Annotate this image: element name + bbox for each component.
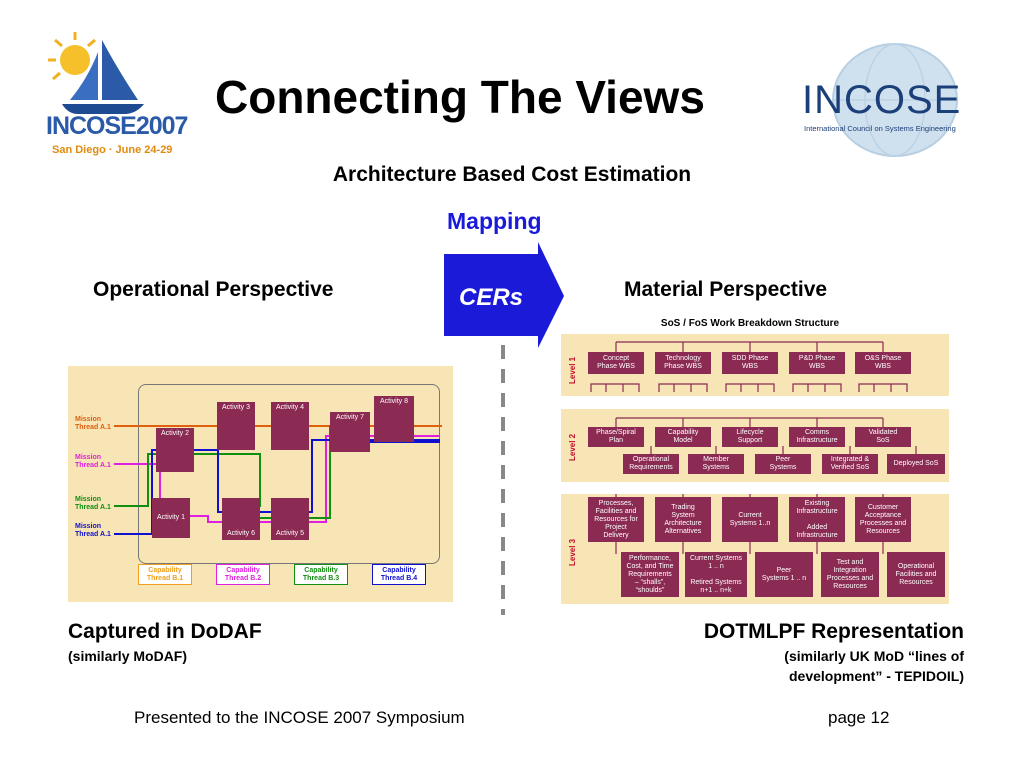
activity-3: Activity 3 [217, 402, 255, 450]
incose-2007-dates: San Diego · June 24-29 [52, 144, 173, 156]
cers-label: CERs [459, 284, 524, 311]
activity-2: Activity 2 [156, 428, 194, 472]
activity-8: Activity 8 [374, 396, 414, 442]
mapping-label: Mapping [447, 208, 542, 234]
incose-logo: INCOSE International Council on Systems … [800, 40, 990, 160]
right-caption: DOTMLPF Representation [703, 620, 964, 643]
footer-page-number: page 12 [828, 708, 890, 727]
activity-boundary [138, 384, 440, 564]
activity-5: Activity 5 [271, 498, 309, 540]
activity-1: Activity 1 [152, 498, 190, 538]
material-perspective-heading: Material Perspective [624, 278, 828, 301]
wbs-l2-deployed-sos: Deployed SoS [887, 454, 945, 474]
globe-icon [832, 43, 958, 157]
footer-presented: Presented to the INCOSE 2007 Symposium [134, 708, 465, 727]
wbs-connectors [590, 341, 917, 554]
incose-2007-logo: INCOSE2007 San Diego · June 24-29 [40, 30, 188, 170]
right-caption-sub-1: (similarly UK MoD “lines of [784, 648, 964, 664]
activity-4: Activity 4 [271, 402, 309, 450]
incose-tagline: International Council on Systems Enginee… [804, 124, 956, 133]
subtitle: Architecture Based Cost Estimation [332, 163, 692, 186]
left-caption-sub: (similarly MoDAF) [68, 648, 188, 664]
wbs-l2-integrated-verified-sos: Integrated &Verified SoS [822, 454, 878, 474]
activity-7: Activity 7 [330, 412, 370, 452]
left-caption: Captured in DoDAF [68, 620, 262, 643]
sailboat-sun-icon [48, 32, 144, 114]
activity-6: Activity 6 [222, 498, 260, 540]
wbs-title: SoS / FoS Work Breakdown Structure [660, 318, 840, 329]
right-caption-sub-2: development” - TEPIDOIL) [788, 668, 964, 684]
cers-arrow [444, 242, 564, 348]
page-title: Connecting The Views [215, 71, 705, 123]
incose-2007-wordmark: INCOSE2007 [46, 112, 188, 140]
divider-line [501, 345, 505, 615]
incose-wordmark: INCOSE [802, 78, 962, 122]
operational-perspective-heading: Operational Perspective [93, 278, 334, 301]
dodaf-diagram: Activity 3 Activity 4 Activity 8 Activit… [68, 366, 453, 602]
